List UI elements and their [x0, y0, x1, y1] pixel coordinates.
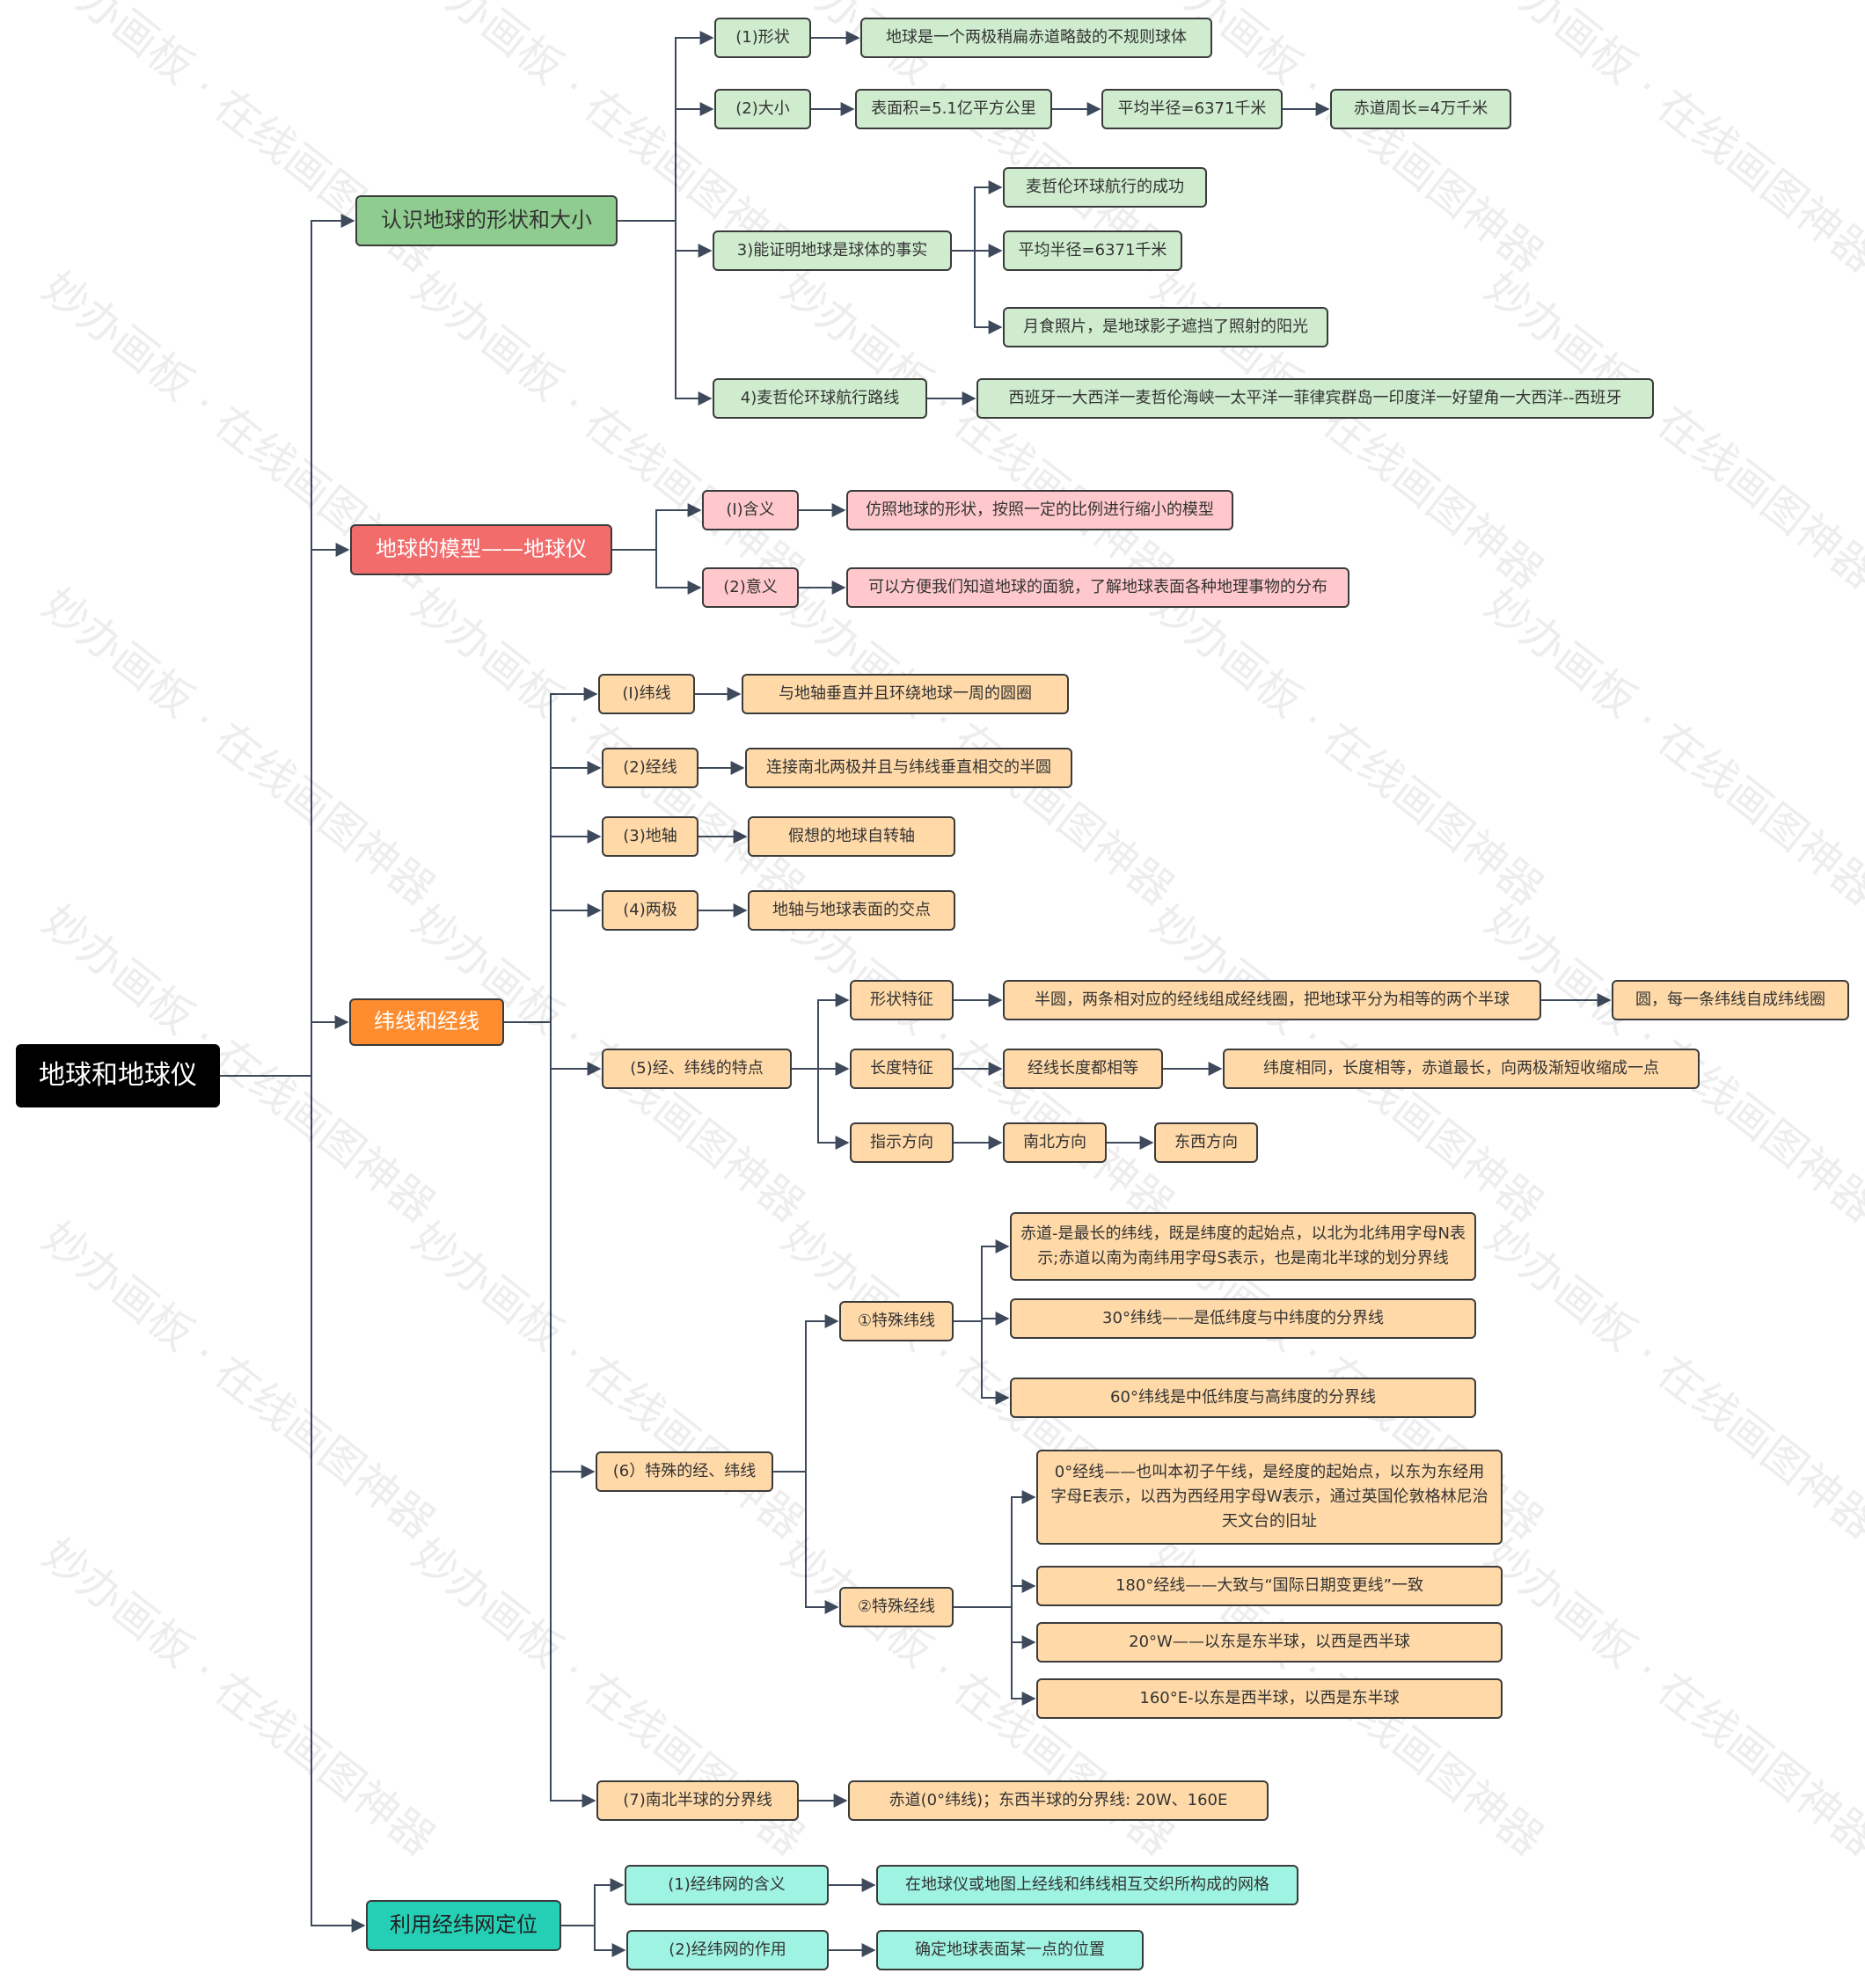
connector-line [954, 1239, 1010, 1322]
latitude-30-description[interactable]: 30°纬线——是低纬度与中纬度的分界线 [1010, 1298, 1476, 1339]
subtopic-grid-meaning[interactable]: (1)经纬网的含义 [625, 1865, 829, 1905]
shape-description[interactable]: 地球是一个两极稍扁赤道略鼓的不规则球体 [860, 18, 1212, 58]
connector-line [561, 1878, 625, 1926]
connector-line [220, 543, 350, 1077]
connector-line [954, 1320, 1010, 1405]
direction-latitude[interactable]: 东西方向 [1154, 1122, 1258, 1163]
hemisphere-boundary-text[interactable]: 赤道(0°纬线)；东西半球的分界线: 20W、160E [848, 1780, 1269, 1821]
proof-mean-radius[interactable]: 平均半径=6371千米 [1003, 230, 1182, 271]
latitude-60-description[interactable]: 60°纬线是中低纬度与高纬度的分界线 [1010, 1378, 1476, 1418]
longitude-160e-description[interactable]: 160°E-以东是西半球，以西是东半球 [1036, 1678, 1503, 1719]
grid-use-text[interactable]: 确定地球表面某一点的位置 [876, 1930, 1144, 1970]
poles-definition[interactable]: 地轴与地球表面的交点 [748, 890, 955, 931]
longitude-line-definition[interactable]: 连接南北两极并且与纬线垂直相交的半圆 [745, 748, 1072, 788]
subtopic-magellan-route[interactable]: 4)麦哲伦环球航行路线 [713, 378, 927, 419]
direction-feature[interactable]: 指示方向 [850, 1122, 954, 1163]
connector-line [612, 549, 702, 595]
mean-radius[interactable]: 平均半径=6371千米 [1101, 89, 1283, 129]
connector-line [952, 180, 1003, 252]
surface-area[interactable]: 表面积=5.1亿平方公里 [855, 89, 1052, 129]
special-latitudes[interactable]: ①特殊纬线 [839, 1301, 954, 1341]
topic-grid-positioning[interactable]: 利用经纬网定位 [366, 1900, 561, 1951]
significance-text[interactable]: 可以方便我们知道地球的面貌，了解地球表面各种地理事物的分布 [846, 567, 1349, 608]
length-feature-latitude[interactable]: 纬度相同，长度相等，赤道最长，向两极渐短收缩成一点 [1223, 1049, 1700, 1089]
subtopic-proof-sphere[interactable]: 3)能证明地球是球体的事实 [713, 230, 952, 271]
connector-line [952, 250, 1003, 334]
connector-line [792, 1068, 850, 1150]
topic-globe-model[interactable]: 地球的模型——地球仪 [350, 524, 612, 575]
direction-longitude[interactable]: 南北方向 [1003, 1122, 1107, 1163]
topic-shape-and-size[interactable]: 认识地球的形状和大小 [355, 195, 618, 246]
connector-line [618, 102, 714, 222]
connector-line [504, 830, 602, 1023]
subtopic-longitude-line[interactable]: (2)经线 [602, 748, 698, 788]
connector-line [792, 993, 850, 1070]
connector-line [504, 1021, 596, 1808]
subtopic-latitude-line[interactable]: (I)纬线 [598, 674, 695, 714]
connector-line [954, 1606, 1036, 1706]
connector-line [504, 1021, 602, 1076]
connector-line [561, 1925, 626, 1957]
shape-feature[interactable]: 形状特征 [850, 980, 954, 1020]
equator-description[interactable]: 赤道-是最长的纬线，既是纬度的起始点，以北为北纬用字母N表示;赤道以南为南纬用字… [1010, 1212, 1476, 1281]
longitude-20w-description[interactable]: 20°W——以东是东半球，以西是西半球 [1036, 1622, 1503, 1663]
grid-meaning-text[interactable]: 在地球仪或地图上经线和纬线相互交织所构成的网格 [876, 1865, 1298, 1905]
latitude-line-definition[interactable]: 与地轴垂直并且环绕地球一周的圆圈 [742, 674, 1069, 714]
topic-latitude-longitude[interactable]: 纬线和经线 [349, 998, 504, 1046]
subtopic-poles[interactable]: (4)两极 [602, 890, 698, 931]
subtopic-meaning[interactable]: (I)含义 [702, 490, 799, 530]
subtopic-special-lines[interactable]: (6）特殊的经、纬线 [596, 1451, 773, 1492]
connector-line [954, 1606, 1036, 1649]
connector-line [773, 1471, 839, 1614]
subtopic-hemisphere-boundary[interactable]: (7)南北半球的分界线 [596, 1780, 799, 1821]
connector-line [618, 31, 714, 222]
shape-feature-latitude[interactable]: 圆，每一条纬线自成纬线圈 [1612, 980, 1849, 1020]
subtopic-shape[interactable]: (1)形状 [714, 18, 811, 58]
subtopic-earth-axis[interactable]: (3)地轴 [602, 816, 698, 857]
connector-line [220, 1015, 349, 1077]
longitude-0-description[interactable]: 0°经线——也叫本初子午线，是经度的起始点，以东为东经用字母E表示，以西为西经用… [1036, 1450, 1503, 1545]
connector-line [618, 220, 713, 258]
connector-line [618, 220, 713, 406]
special-longitudes[interactable]: ②特殊经线 [839, 1587, 954, 1627]
subtopic-line-features[interactable]: (5)经、纬线的特点 [602, 1049, 792, 1089]
shape-feature-longitude[interactable]: 半圆，两条相对应的经线组成经线圈，把地球平分为相等的两个半球 [1003, 980, 1541, 1020]
subtopic-significance[interactable]: (2)意义 [702, 567, 799, 608]
proof-magellan-voyage[interactable]: 麦哲伦环球航行的成功 [1003, 167, 1207, 208]
subtopic-size[interactable]: (2)大小 [714, 89, 811, 129]
subtopic-grid-use[interactable]: (2)经纬网的作用 [626, 1930, 829, 1970]
connector-line [220, 214, 355, 1077]
meaning-text[interactable]: 仿照地球的形状，按照一定的比例进行缩小的模型 [846, 490, 1233, 530]
length-feature-longitude[interactable]: 经线长度都相等 [1003, 1049, 1163, 1089]
proof-lunar-eclipse[interactable]: 月食照片，是地球影子遮挡了照射的阳光 [1003, 307, 1328, 347]
connector-line [504, 761, 602, 1023]
connector-line [504, 1021, 596, 1479]
earth-axis-definition[interactable]: 假想的地球自转轴 [748, 816, 955, 857]
connector-line [504, 903, 602, 1023]
connector-line [220, 1075, 366, 1933]
connector-line [612, 503, 702, 551]
magellan-route-text[interactable]: 西班牙一大西洋一麦哲伦海峡一太平洋一菲律宾群岛一印度洋一好望角一大西洋--西班牙 [976, 378, 1654, 419]
equator-circumference[interactable]: 赤道周长=4万千米 [1330, 89, 1511, 129]
connector-line [954, 1490, 1036, 1608]
length-feature[interactable]: 长度特征 [850, 1049, 954, 1089]
longitude-180-description[interactable]: 180°经线——大致与“国际日期变更线”一致 [1036, 1566, 1503, 1606]
connector-line [954, 1579, 1036, 1608]
connector-line [773, 1314, 839, 1473]
root-node[interactable]: 地球和地球仪 [16, 1044, 220, 1107]
